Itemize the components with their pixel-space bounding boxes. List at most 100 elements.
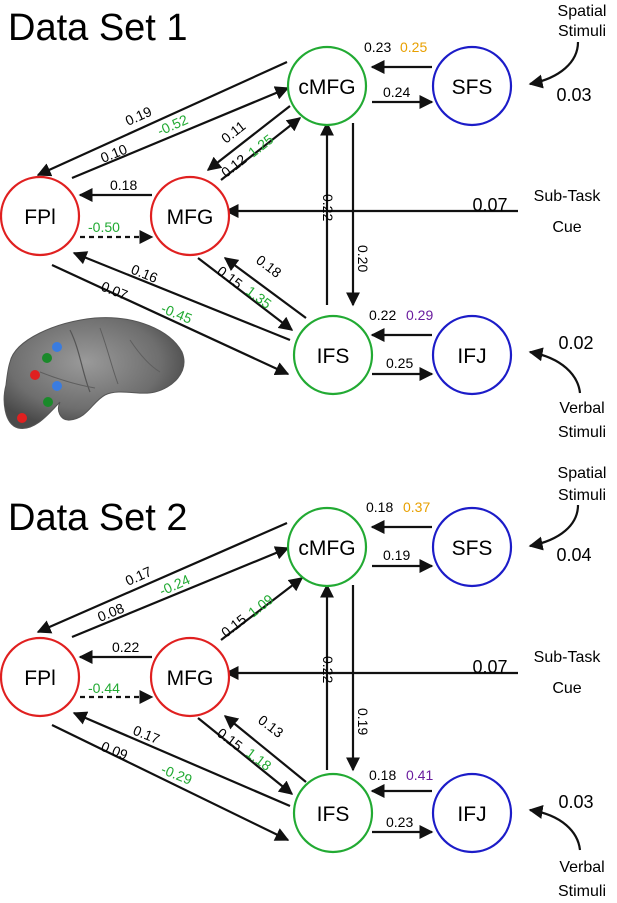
edge-label-ifs-mfg: 0.18 [253,252,285,281]
cue-label-2: Cue [552,219,581,236]
node-label-ifs: IFS [317,803,350,826]
edge-label-cmfg-sfs: 0.19 [383,547,410,563]
node-ifj [431,314,513,396]
edge-ifs-to-fpl [72,251,291,342]
node-labels: cMFG SFS FPl MFG IFS IFJ [24,76,492,368]
edge-verbal-to-ifj [528,805,582,851]
edge-label-fpl-mfg-mod: -0.44 [88,680,120,696]
edge-spatial-to-sfs [528,41,580,89]
node-labels: cMFG SFS FPl MFG IFS IFJ [24,537,492,826]
verbal-label: Verbal [559,400,604,417]
edge-label-ifj-ifs: 0.18 [369,767,396,783]
edge-verbal-to-ifj [528,347,582,394]
edge-label-mfg-ifs-mod: 1.18 [243,745,275,774]
edges [36,41,582,394]
node-label-cmfg: cMFG [298,537,355,560]
edge-label-mfg-ifs: 0.15 [214,263,246,292]
dot-red-2 [17,413,27,423]
dot-blue-1 [52,342,62,352]
node-label-sfs: SFS [452,537,493,560]
edge-label-fpl-ifs-mod: -0.29 [159,761,195,788]
edge-label-cmfg-ifs: 0.20 [355,245,371,272]
edge-label-cmfg-ifs: 0.19 [355,708,371,735]
nodes [0,506,513,854]
edge-ifs-to-mfg [223,257,307,319]
cue-label: Sub-Task [534,188,602,205]
edge-mfg-to-ifs [197,717,294,795]
edge-label-sfs-cmfg-mod: 0.37 [403,499,430,515]
node-sfs [431,45,513,127]
node-label-mfg: MFG [167,667,214,690]
edge-spatial-to-sfs [528,504,580,551]
edge-label-fpl-ifs: 0.09 [99,738,130,763]
panel-title: Data Set 1 [8,7,188,49]
edge-label-mfg-cmfg: 0.15 [218,611,249,641]
dot-blue-2 [52,381,62,391]
edge-label-mfg-ifs-mod: 1.35 [243,283,275,312]
nodes [0,45,513,396]
spatial-label-2: Stimuli [558,23,606,40]
node-cmfg [286,506,368,588]
node-sfs [431,506,513,588]
edge-labels: 0.23 0.25 0.24 0.19 -0.52 0.10 0.11 0.12… [88,39,433,371]
node-fpl [0,175,81,257]
edge-label-cmfg-fpl: 0.17 [123,563,155,589]
panel-data-set-1: Data Set 1 [0,3,606,441]
node-cmfg [286,45,368,127]
node-label-ifj: IFJ [457,345,486,368]
edge-label-ifs-cmfg: 0.22 [320,194,336,221]
spatial-input-value: 0.03 [556,85,591,105]
verbal-label-2: Stimuli [558,424,606,441]
cue-label: Sub-Task [534,649,602,666]
edge-cmfg-to-mfg [206,105,291,171]
verbal-input-value: 0.02 [558,333,593,353]
edge-mfg-to-ifs [197,257,294,331]
dot-green-2 [43,397,53,407]
edge-label-ifj-ifs-mod: 0.29 [406,307,433,323]
edge-label-sfs-cmfg-mod: 0.25 [400,39,427,55]
verbal-label-2: Stimuli [558,883,606,900]
edge-label-ifs-ifj: 0.25 [386,355,413,371]
edge-mfg-to-cmfg [220,117,302,181]
node-mfg [149,636,231,718]
node-label-ifj: IFJ [457,803,486,826]
node-label-ifs: IFS [317,345,350,368]
edge-label-mfg-cmfg-mod: 1.25 [245,131,276,161]
node-label-sfs: SFS [452,76,493,99]
node-label-mfg: MFG [167,206,214,229]
cue-input-value: 0.07 [472,657,507,677]
edge-label-ifs-ifj: 0.23 [386,814,413,830]
edge-ifs-to-fpl [72,711,291,808]
input-labels: Spatial Stimuli 0.03 Sub-Task Cue 0.07 0… [472,3,606,441]
node-fpl [0,636,81,718]
edge-label-ifs-cmfg: 0.22 [320,656,336,683]
spatial-input-value: 0.04 [556,545,591,565]
edge-fpl-to-cmfg [71,86,290,180]
dot-red-1 [30,370,40,380]
edge-label-fpl-ifs: 0.07 [99,278,130,303]
edge-label-ifj-ifs: 0.22 [369,307,396,323]
edge-label-sfs-cmfg: 0.23 [364,39,391,55]
node-label-cmfg: cMFG [298,76,355,99]
edge-cmfg-to-fpl [36,60,288,177]
verbal-input-value: 0.03 [558,792,593,812]
dot-green-1 [42,353,52,363]
brain-illustration [3,317,185,429]
edge-label-sfs-cmfg: 0.18 [366,499,393,515]
edge-fpl-to-ifs [51,724,290,841]
edge-labels: 0.18 0.37 0.19 0.17 -0.24 0.08 0.15 1.09… [88,499,433,830]
input-labels: Spatial Stimuli 0.04 Sub-Task Cue 0.07 0… [472,465,606,900]
edge-mfg-to-cmfg [220,577,304,641]
spatial-label-2: Stimuli [558,487,606,504]
cue-label-2: Cue [552,680,581,697]
edge-label-mfg-fpl: 0.22 [112,639,139,655]
verbal-label: Verbal [559,859,604,876]
edge-label-mfg-cmfg: 0.12 [218,151,249,181]
panel-data-set-2: Data Set 2 [0,465,606,900]
node-label-fpl: FPl [24,206,56,229]
node-label-fpl: FPl [24,667,56,690]
edge-label-cmfg-sfs: 0.24 [383,84,410,100]
edge-label-ifs-mfg: 0.13 [255,712,287,741]
panel-title: Data Set 2 [8,497,188,539]
